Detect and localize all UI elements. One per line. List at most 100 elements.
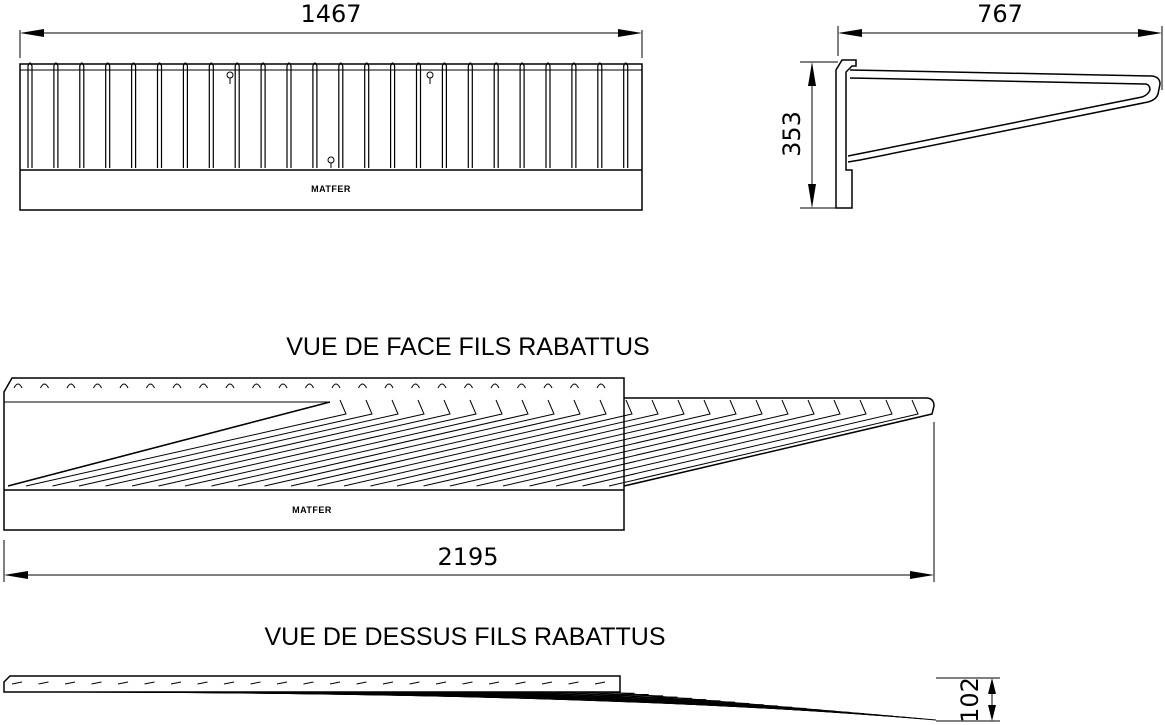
folded-wire-loop — [13, 383, 23, 389]
folded-wire-loop — [384, 383, 394, 389]
top-rail-slot — [64, 681, 76, 685]
keyhole-center — [327, 156, 335, 168]
folded-wire — [290, 399, 607, 487]
top-rail-slot — [276, 681, 288, 685]
shelf-arm-inner — [847, 77, 1151, 157]
top-rail-slot — [38, 681, 49, 685]
folded-wire — [529, 399, 841, 487]
folded-wire-loop — [437, 383, 447, 389]
folded-wire-loop — [40, 383, 49, 389]
height-arrow-bottom — [808, 184, 816, 208]
folded-wire — [555, 399, 867, 487]
front-wire — [260, 62, 266, 168]
folded-wire — [449, 399, 763, 487]
folded-wire — [52, 399, 373, 487]
top-depth-label: 102 — [956, 677, 984, 723]
top-rail-slot — [250, 681, 261, 685]
folded-wire-loop — [199, 383, 208, 389]
folded-wire — [211, 399, 529, 487]
side-view: 767 353 — [778, 0, 1163, 209]
folded-wire — [25, 399, 347, 487]
height-label: 353 — [778, 111, 806, 157]
front-wire — [53, 62, 59, 168]
side-depth-arrow-left — [838, 29, 862, 37]
folded-wire-loop — [331, 383, 341, 389]
top-rail-slot — [329, 681, 341, 685]
front-wire — [312, 62, 318, 168]
front-wire — [131, 62, 137, 168]
folded-wire — [476, 399, 789, 487]
top-folded-title: VUE DE DESSUS FILS RABATTUS — [264, 623, 665, 651]
side-depth-label: 767 — [977, 0, 1023, 28]
front-wire — [156, 62, 163, 168]
folded-housing — [3, 377, 625, 531]
front-width-arrow-right — [618, 29, 642, 37]
top-depth-arrow-bottom — [988, 705, 996, 721]
front-width-label: 1467 — [300, 0, 361, 28]
folded-wire-loop — [543, 383, 553, 389]
front-wire — [208, 62, 214, 168]
top-rail-slot — [11, 681, 23, 685]
folded-wire — [131, 399, 451, 487]
folded-wire — [264, 399, 581, 487]
folded-wire — [184, 399, 503, 487]
folded-wire-loop — [66, 383, 76, 389]
folded-wire-loop — [305, 383, 314, 389]
front-wire — [105, 62, 111, 168]
folded-wire — [423, 399, 737, 487]
top-wire — [608, 691, 937, 721]
top-rail-slot — [594, 681, 606, 685]
folded-wire-loop — [278, 383, 288, 389]
folded-wire — [105, 399, 425, 487]
front-wire — [390, 62, 396, 168]
front-wire — [27, 62, 33, 168]
front-wire — [519, 62, 525, 168]
front-wire — [364, 62, 370, 168]
folded-wire-loop — [490, 383, 500, 389]
top-rail-slot — [541, 681, 553, 685]
front-frame — [19, 63, 643, 211]
folded-wire — [608, 399, 919, 487]
top-rail-slot — [382, 681, 394, 685]
top-rail-slot — [356, 681, 367, 685]
top-rail-slot — [409, 681, 420, 685]
front-wires — [27, 62, 629, 168]
top-rail-outline — [3, 675, 621, 693]
top-rail-slot — [568, 681, 579, 685]
front-wire — [415, 62, 422, 168]
front-wire — [467, 62, 473, 168]
folded-wire-loop — [172, 383, 182, 389]
folded-wire — [343, 399, 659, 487]
keyhole-left — [226, 71, 234, 84]
front-wire — [597, 62, 603, 168]
top-rail-slot — [170, 681, 182, 685]
folded-wire-loop — [146, 383, 155, 389]
keyhole-right — [426, 71, 434, 84]
folded-width-arrow-left — [4, 571, 28, 579]
wall-bracket — [835, 59, 857, 209]
height-arrow-top — [808, 62, 816, 86]
folded-width-arrow-right — [910, 571, 934, 579]
folded-wire-loop — [358, 383, 367, 389]
folded-wire-loop — [517, 383, 526, 389]
folded-wires — [13, 383, 935, 487]
folded-wire-loop — [93, 383, 102, 389]
folded-wire-loop — [411, 383, 420, 389]
front-wire — [493, 62, 499, 168]
folded-wire — [396, 399, 711, 487]
front-folded-title: VUE DE FACE FILS RABATTUS — [286, 333, 650, 361]
top-wires — [11, 681, 937, 721]
top-rail-slot — [303, 681, 314, 685]
top-rail-slot — [435, 681, 447, 685]
front-brand-logo: MATFER — [311, 184, 351, 194]
front-view: 1467 MATFER — [19, 0, 643, 211]
folded-wire-loop — [119, 383, 129, 389]
front-wire — [234, 62, 240, 168]
top-rail-slot — [91, 681, 102, 685]
folded-wire — [317, 399, 633, 487]
folded-wire-loop — [225, 383, 235, 389]
front-wire — [441, 62, 447, 168]
folded-wire — [237, 399, 555, 487]
folded-wire-tip-outline — [623, 397, 935, 487]
folded-wire-loop — [464, 383, 473, 389]
